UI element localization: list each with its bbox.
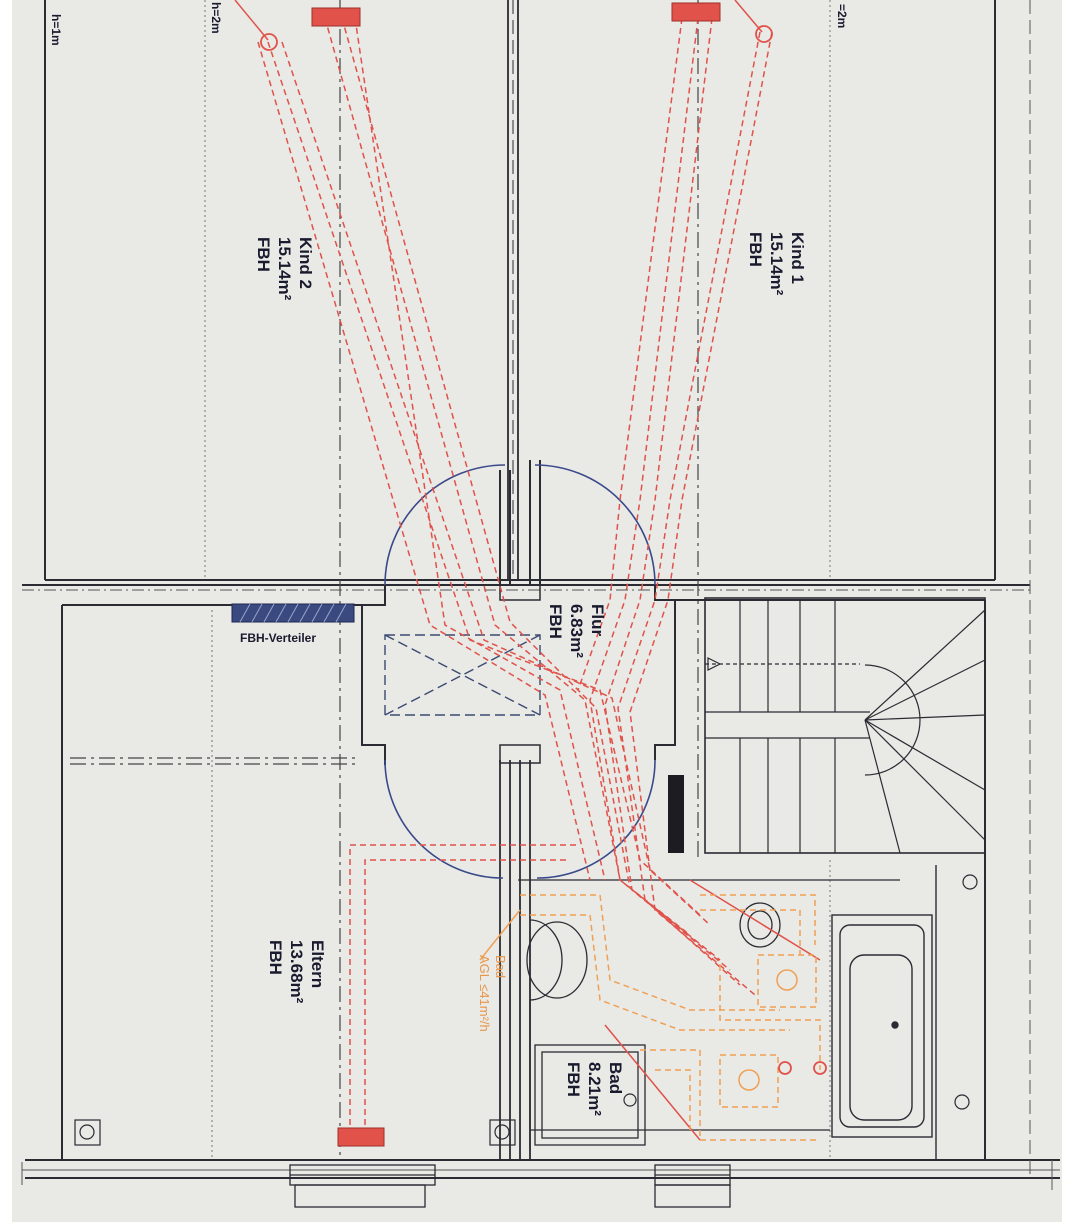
fbh-distributor-label: FBH-Verteiler bbox=[240, 631, 316, 645]
heating-pipes-orange bbox=[479, 894, 821, 1141]
heating-pipes-red bbox=[234, 0, 821, 1141]
kind1-name: Kind 1 bbox=[788, 232, 807, 284]
dashed-axes bbox=[70, 0, 699, 1160]
room-label-bad: Bad 8.21m² FBH bbox=[564, 1062, 625, 1116]
hall-walls bbox=[361, 460, 676, 765]
bad-ventilation-note: Bad AGL ≤41m²/h bbox=[477, 955, 508, 1032]
bad-note-line1: Bad bbox=[493, 955, 508, 978]
kind2-name: Kind 2 bbox=[296, 237, 315, 289]
height-lines bbox=[204, 0, 831, 1160]
kind1-type: FBH bbox=[746, 232, 765, 267]
heater-top-right bbox=[671, 2, 721, 22]
door-arcs bbox=[384, 464, 656, 879]
bad-type: FBH bbox=[564, 1062, 583, 1097]
pipe-end-circles bbox=[260, 25, 827, 1075]
staircase bbox=[704, 597, 986, 854]
sanitary bbox=[526, 902, 781, 1150]
kind2-area: 15.14m² bbox=[275, 237, 294, 301]
kind1-area: 15.14m² bbox=[767, 232, 786, 296]
kind2-type: FBH bbox=[254, 237, 273, 272]
flur-area: 6.83m² bbox=[567, 604, 586, 658]
flur-type: FBH bbox=[546, 604, 565, 639]
bad-name: Bad bbox=[606, 1062, 625, 1094]
flur-name: Flur bbox=[588, 604, 607, 636]
outlet-symbols bbox=[74, 874, 978, 1146]
eltern-name: Eltern bbox=[308, 940, 327, 988]
windows bbox=[289, 1164, 731, 1208]
bad-area: 8.21m² bbox=[585, 1062, 604, 1116]
bathtub bbox=[831, 865, 937, 1160]
room-label-kind1: Kind 1 15.14m² FBH bbox=[746, 232, 807, 296]
height-label-right: =2m bbox=[835, 4, 849, 28]
wall-element bbox=[668, 775, 684, 853]
heater-top-left bbox=[311, 7, 361, 27]
axis-lines bbox=[21, 0, 1060, 1190]
room-label-flur: Flur 6.83m² FBH bbox=[546, 604, 607, 658]
height-label-mid: h=2m bbox=[209, 2, 223, 34]
eltern-type: FBH bbox=[266, 940, 285, 975]
height-label-left: h=1m bbox=[49, 14, 63, 46]
fbh-distributor-hatch bbox=[239, 603, 347, 623]
room-label-eltern: Eltern 13.68m² FBH bbox=[266, 940, 327, 1004]
eltern-area: 13.68m² bbox=[287, 940, 306, 1004]
plan-paper bbox=[12, 0, 1062, 1222]
bad-note-line2: AGL ≤41m²/h bbox=[477, 955, 492, 1032]
room-label-kind2: Kind 2 15.14m² FBH bbox=[254, 237, 315, 301]
heater-bottom-left bbox=[337, 1127, 385, 1147]
